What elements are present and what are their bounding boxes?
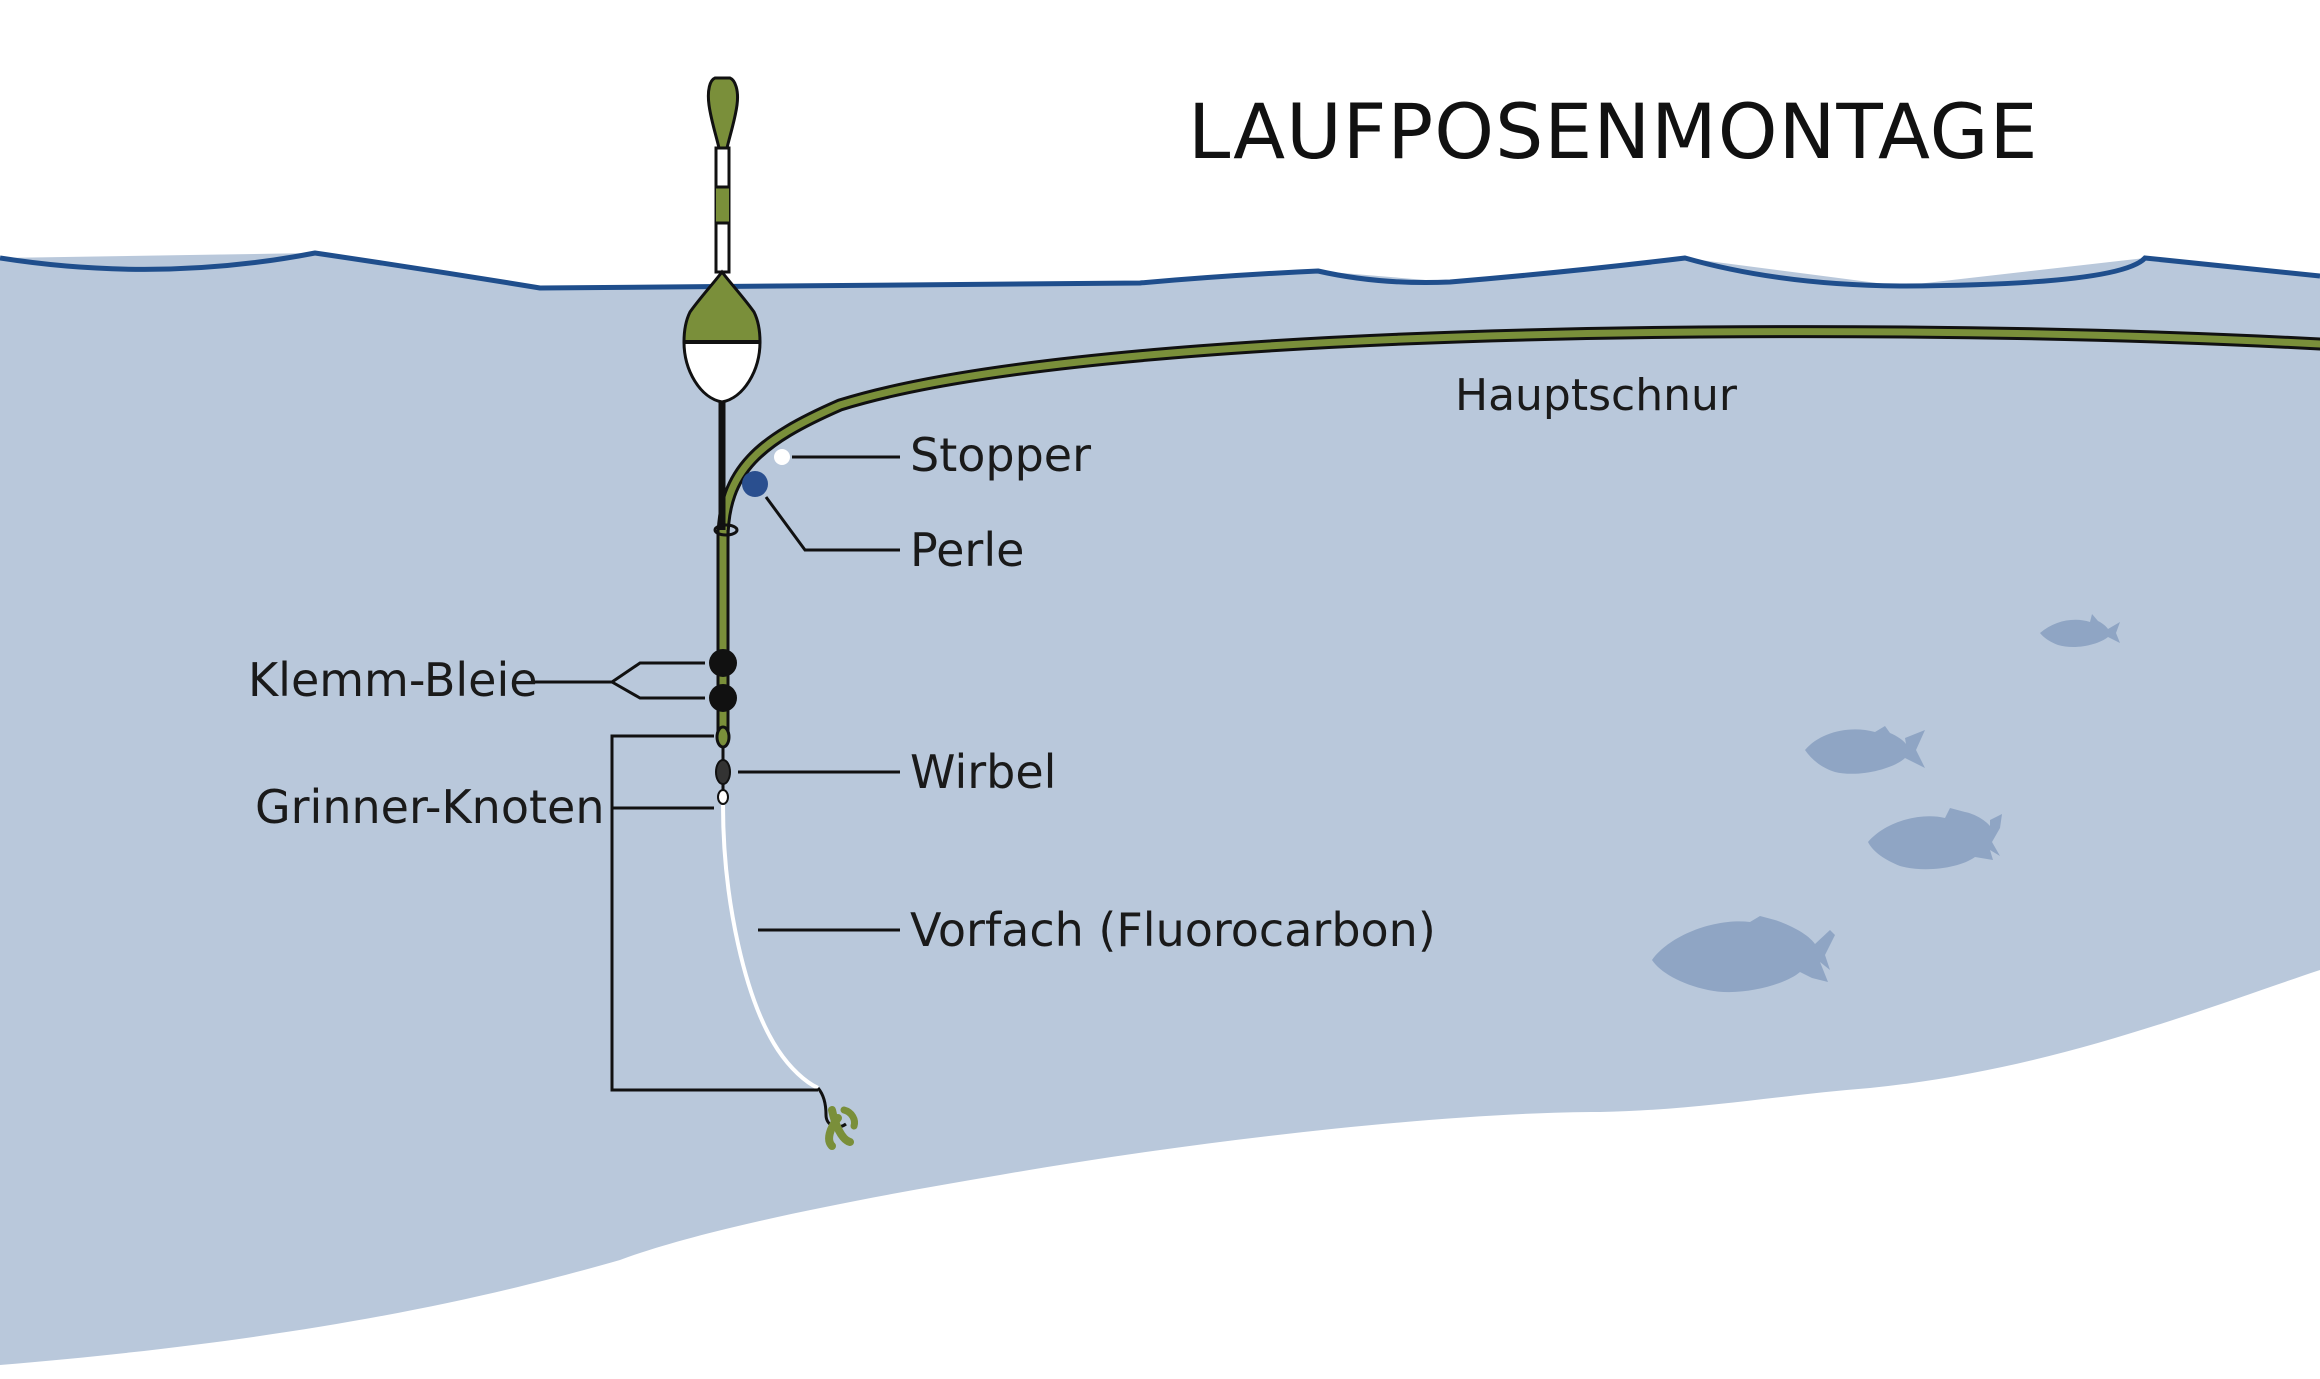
bead: [742, 471, 768, 497]
label-leader: Vorfach (Fluorocarbon): [910, 903, 1436, 957]
water-surface: [0, 250, 2320, 291]
label-grinner-knot: Grinner-Knoten: [255, 780, 604, 834]
diagram-title: LAUFPOSENMONTAGE: [1188, 87, 2039, 176]
fish-icon: [1652, 916, 1835, 993]
leader-line: [721, 804, 819, 1090]
label-bead: Perle: [910, 523, 1024, 577]
label-split-shots: Klemm-Bleie: [248, 653, 538, 707]
fish-icon: [1805, 726, 1925, 774]
label-main-line: Hauptschnur: [1455, 370, 1738, 421]
split-shot: [709, 684, 737, 712]
swivel: [715, 725, 731, 805]
fish-icon: [1868, 808, 2002, 870]
split-shot: [709, 649, 737, 677]
label-stopper: Stopper: [910, 428, 1091, 482]
water-body: [0, 253, 2320, 1365]
float-icon: [682, 76, 762, 404]
stopper: [772, 447, 792, 467]
label-swivel: Wirbel: [910, 745, 1056, 799]
hook-icon: [816, 1087, 858, 1150]
fish-icon: [2040, 614, 2120, 648]
